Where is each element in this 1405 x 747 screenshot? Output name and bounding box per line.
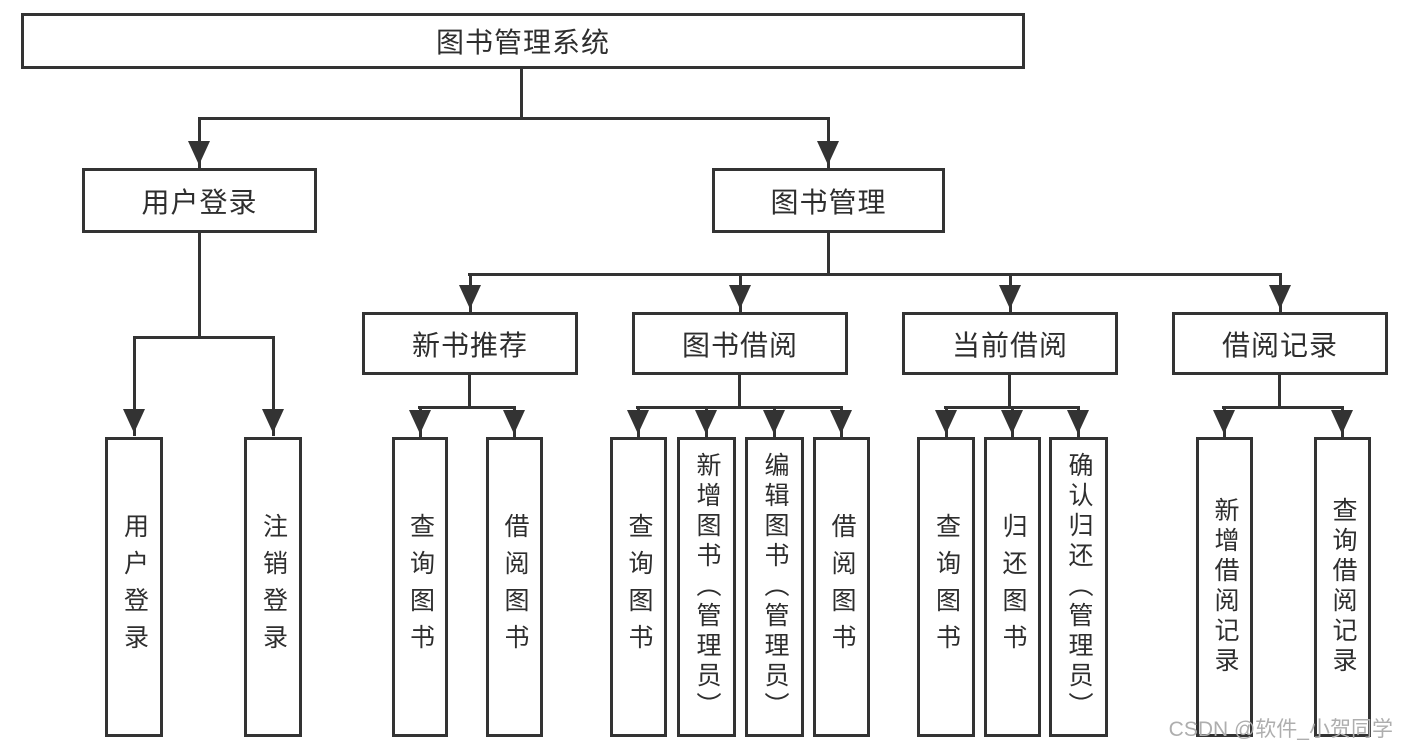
leaf-borrow-books-recommend: 借阅图书 bbox=[486, 437, 543, 737]
node-label: 新书推荐 bbox=[411, 329, 528, 361]
connector-line bbox=[1222, 406, 1344, 409]
node-borrow-records: 借阅记录 bbox=[1172, 312, 1388, 375]
leaf-add-book-admin: 新增图书（管理员） bbox=[677, 437, 736, 737]
node-label: 用户登录 bbox=[141, 186, 258, 218]
connector-line bbox=[738, 375, 741, 406]
leaf-label: 归还图书 bbox=[999, 513, 1027, 661]
leaf-query-books-current: 查询图书 bbox=[917, 437, 975, 737]
leaf-label: 编辑图书（管理员） bbox=[761, 452, 789, 722]
node-new-book-recommend: 新书推荐 bbox=[362, 312, 578, 375]
leaf-return-book: 归还图书 bbox=[984, 437, 1041, 737]
node-library-system: 图书管理系统 bbox=[21, 13, 1025, 69]
leaf-add-borrow-record: 新增借阅记录 bbox=[1196, 437, 1253, 737]
leaf-borrow-books: 借阅图书 bbox=[813, 437, 870, 737]
leaf-label: 借阅图书 bbox=[501, 513, 529, 661]
node-book-borrow: 图书借阅 bbox=[632, 312, 848, 375]
connector-line bbox=[198, 117, 830, 120]
node-label: 借阅记录 bbox=[1221, 329, 1338, 361]
watermark: CSDN @软件_小贺同学 bbox=[1168, 718, 1393, 741]
leaf-query-books-borrow: 查询图书 bbox=[610, 437, 667, 737]
leaf-label: 确认归还（管理员） bbox=[1065, 452, 1093, 722]
connector-line bbox=[1008, 375, 1011, 406]
node-user-login: 用户登录 bbox=[82, 168, 317, 233]
node-book-management: 图书管理 bbox=[712, 168, 945, 233]
leaf-label: 新增借阅记录 bbox=[1211, 497, 1239, 677]
leaf-query-borrow-record: 查询借阅记录 bbox=[1314, 437, 1371, 737]
node-label: 当前借阅 bbox=[951, 329, 1068, 361]
node-label: 图书管理系统 bbox=[435, 27, 610, 58]
leaf-label: 查询图书 bbox=[406, 513, 435, 661]
leaf-label: 借阅图书 bbox=[828, 513, 856, 661]
node-current-borrow: 当前借阅 bbox=[902, 312, 1118, 375]
connector-line bbox=[636, 406, 842, 409]
leaf-label: 用户登录 bbox=[120, 513, 149, 661]
node-label: 图书借阅 bbox=[681, 329, 798, 361]
connector-line bbox=[468, 375, 471, 406]
leaf-label: 注销登录 bbox=[259, 513, 288, 661]
connector-line bbox=[520, 68, 523, 117]
leaf-edit-book-admin: 编辑图书（管理员） bbox=[745, 437, 804, 737]
node-label: 图书管理 bbox=[770, 186, 887, 218]
leaf-query-books-recommend: 查询图书 bbox=[392, 437, 448, 737]
connector-line bbox=[468, 273, 1281, 276]
leaf-label: 查询图书 bbox=[932, 513, 961, 661]
leaf-label: 查询图书 bbox=[625, 513, 653, 661]
leaf-label: 查询借阅记录 bbox=[1329, 497, 1357, 677]
leaf-confirm-return-admin: 确认归还（管理员） bbox=[1049, 437, 1108, 737]
leaf-logout: 注销登录 bbox=[244, 437, 302, 737]
connector-line bbox=[1278, 375, 1281, 406]
connector-line bbox=[133, 336, 275, 339]
connector-line bbox=[198, 233, 201, 336]
leaf-user-login: 用户登录 bbox=[105, 437, 163, 737]
connector-line bbox=[827, 233, 830, 273]
connector-line bbox=[418, 406, 515, 409]
leaf-label: 新增图书（管理员） bbox=[693, 452, 721, 722]
